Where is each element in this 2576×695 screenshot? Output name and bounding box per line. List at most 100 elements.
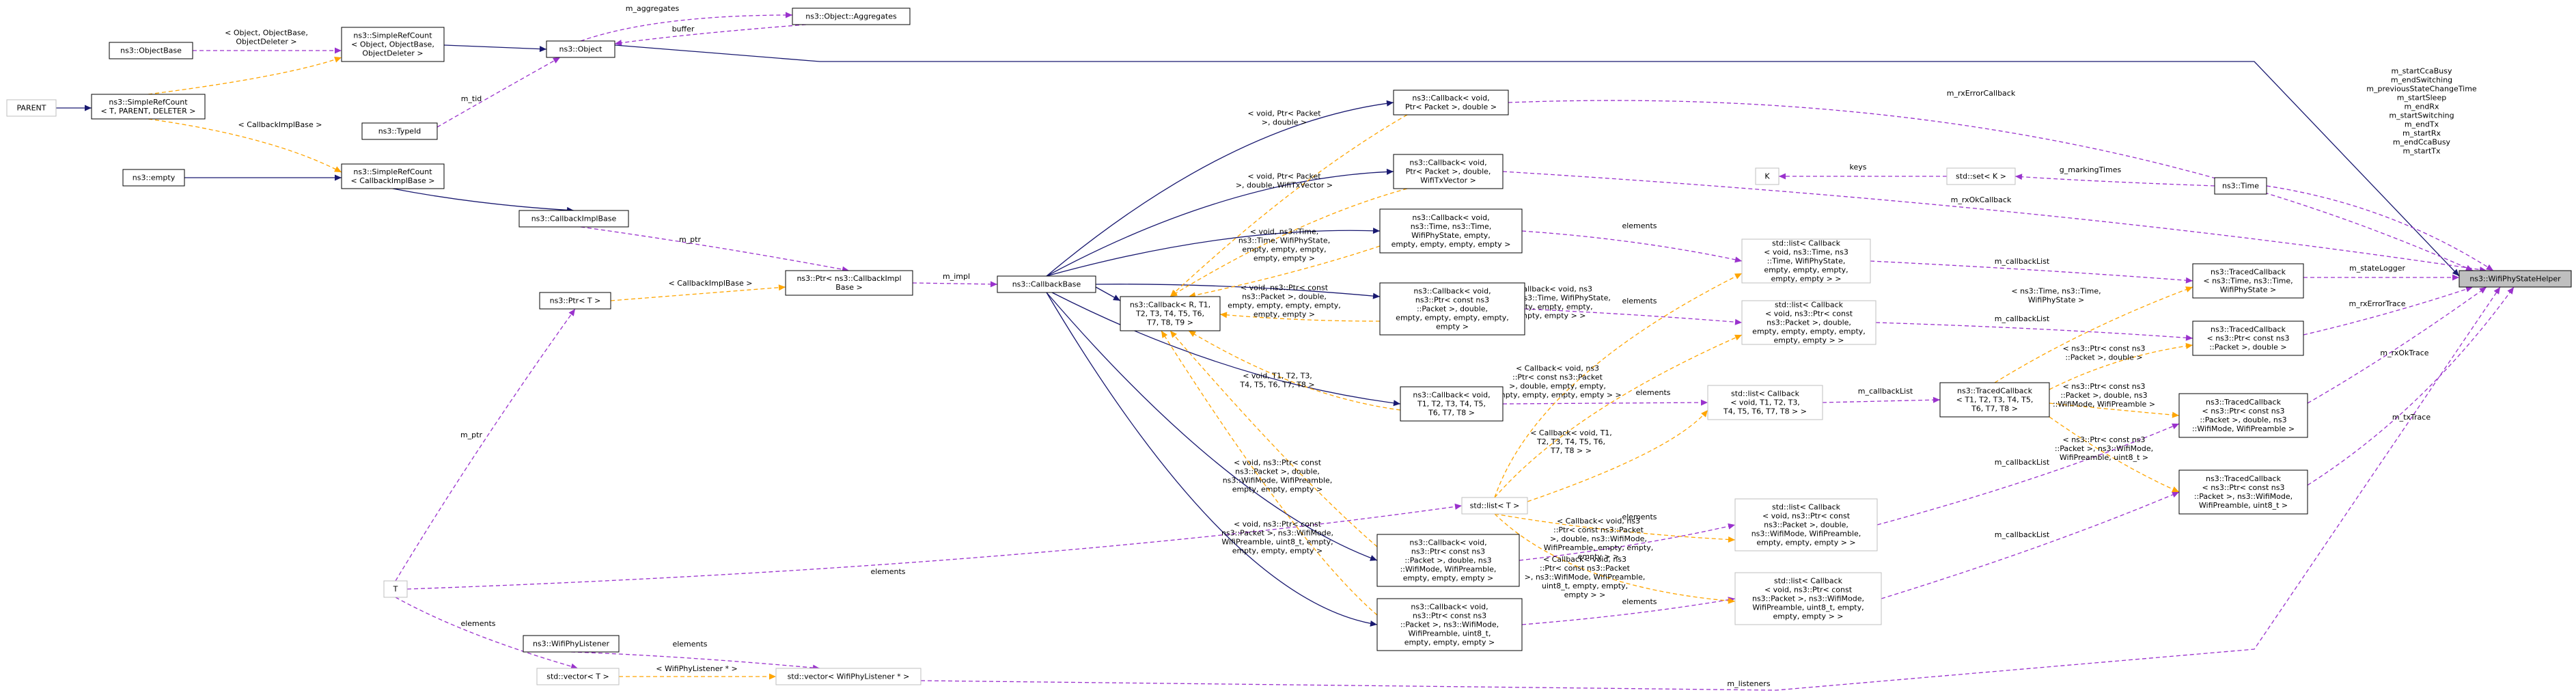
node-empty[interactable]: ns3::empty [122, 169, 185, 187]
edge-line [1822, 399, 1941, 403]
edge-label: < void, Ptr< Packet [1247, 172, 1321, 181]
node-label: ns3::WifiPhyListener [533, 640, 610, 649]
node-list-t1t8[interactable]: std::list< Callback< void, T1, T2, T3,T4… [1707, 385, 1823, 420]
node-cb-packet-mode[interactable]: ns3::Callback< void,ns3::Ptr< const ns3:… [1376, 534, 1520, 587]
node-list-state[interactable]: std::list< Callback< void, ns3::Time, ns… [1741, 239, 1871, 284]
edge-label: m_endCcaBusy [2393, 138, 2451, 147]
node-label: ns3::SimpleRefCount [353, 31, 432, 40]
node-label: Ptr< Packet >, double > [1405, 103, 1497, 111]
node-traced-packet-double[interactable]: ns3::TracedCallback< ns3::Ptr< const ns3… [2192, 321, 2304, 356]
edge-line [2266, 185, 2494, 271]
node-traced-state[interactable]: ns3::TracedCallback< ns3::Time, ns3::Tim… [2192, 263, 2304, 299]
edge-time-to-helper: m_startCcaBusym_endSwitchingm_previousSt… [2266, 67, 2494, 271]
node-simplerefcount-t[interactable]: ns3::SimpleRefCount< T, PARENT, DELETER … [91, 94, 206, 120]
node-label: std::list< Callback [1772, 239, 1841, 248]
edge-traced_t1t8-to-traced_packet_double: < ns3::Ptr< const ns3::Packet >, double … [2049, 342, 2193, 390]
edge-callback_r-to-cb_rxok: < void, Ptr< Packet>, double, WifiTxVect… [1169, 172, 1408, 297]
node-callbackimplbase[interactable]: ns3::CallbackImplBase [518, 210, 629, 228]
edge-line [2049, 416, 2180, 493]
edge-line [1188, 245, 1381, 297]
node-traced-packet-mode[interactable]: ns3::TracedCallback< ns3::Ptr< const ns3… [2178, 393, 2308, 438]
edge-arrowhead [335, 47, 342, 54]
node-time[interactable]: ns3::Time [2214, 177, 2267, 195]
node-box [775, 668, 922, 685]
node-cb-t1t8[interactable]: ns3::Callback< void,T1, T2, T3, T4, T5,T… [1400, 386, 1504, 422]
edge-t-to-vector_t: elements [395, 597, 579, 670]
node-box [1946, 167, 2016, 185]
node-label: ns3::TracedCallback [2211, 325, 2286, 334]
edge-arrowhead [2172, 486, 2179, 493]
node-typeid[interactable]: ns3::TypeId [361, 122, 438, 140]
node-list-packet-mode[interactable]: std::list< Callback< void, ns3::Ptr< con… [1734, 498, 1878, 551]
edge-line [1521, 598, 1736, 625]
node-object[interactable]: ns3::Object [546, 40, 615, 58]
node-vector-t[interactable]: std::vector< T > [536, 668, 620, 685]
edge-arrowhead [2172, 423, 2179, 430]
node-cb-rxok[interactable]: ns3::Callback< void,Ptr< Packet >, doubl… [1393, 154, 1504, 189]
edge-label: ::Packet >, double, ns3 [2060, 391, 2147, 400]
node-vector-listener[interactable]: std::vector< WifiPhyListener * > [775, 668, 922, 685]
node-cb-rxerror[interactable]: ns3::Callback< void,Ptr< Packet >, doubl… [1393, 90, 1509, 115]
node-k[interactable]: K [1755, 167, 1779, 185]
node-callbackbase[interactable]: ns3::CallbackBase [997, 275, 1096, 293]
edge-cb_packet_mode-to-list_packet_mode: elements [1519, 513, 1736, 561]
edge-label: ::Packet >, double > [2065, 353, 2142, 362]
node-label: ::Packet >, ns3::WifiMode, [2194, 492, 2293, 501]
edge-label: m_startTx [2402, 147, 2441, 156]
edge-line [1508, 100, 2474, 271]
edge-label: g_markingTimes [2060, 165, 2122, 174]
node-label: WifiTxVector > [1420, 176, 1476, 185]
edge-arrowhead [2507, 287, 2514, 295]
node-label: < ns3::Ptr< const ns3 [2202, 407, 2285, 415]
node-ptr-cbimpl[interactable]: ns3::Ptr< ns3::CallbackImplBase > [785, 270, 913, 296]
edge-callbackbase-to-callback_r [1095, 286, 1121, 301]
edge-label: m_callbackList [1995, 530, 2050, 539]
node-label: empty, empty > > [1774, 336, 1844, 345]
node-helper[interactable]: ns3::WifiPhyStateHelper [2459, 270, 2572, 288]
edge-label: ::Packet >, ns3::WifiMode, [2055, 444, 2153, 453]
node-callback-r[interactable]: ns3::Callback< R, T1,T2, T3, T4, T5, T6,… [1120, 296, 1221, 331]
node-simplerefcount-cb[interactable]: ns3::SimpleRefCount< CallbackImplBase > [341, 163, 445, 189]
node-cb-packet-uint[interactable]: ns3::Callback< void,ns3::Ptr< const ns3:… [1376, 598, 1523, 651]
node-aggregates[interactable]: ns3::Object::Aggregates [792, 8, 911, 25]
node-label: ns3::Callback< void, [1413, 287, 1491, 296]
node-label: < T1, T2, T3, T4, T5, [1956, 396, 2034, 405]
node-label: ns3::Packet >, ns3::WifiMode, [1752, 595, 1864, 603]
node-set-k[interactable]: std::set< K > [1946, 167, 2016, 185]
edge-label: m_callbackList [1858, 387, 1913, 396]
edge-label: empty, empty > [1254, 254, 1315, 263]
node-cb-state[interactable]: ns3::Callback< void,ns3::Time, ns3::Time… [1379, 208, 1523, 254]
edge-label: < Callback< void, ns3 [1516, 364, 1599, 373]
node-box [2192, 263, 2304, 299]
node-label: WifiPreamble, uint8_t, [1409, 629, 1491, 638]
edge-line [1169, 114, 1408, 297]
node-cb-packet-double[interactable]: ns3::Callback< void,ns3::Ptr< const ns3:… [1379, 282, 1525, 336]
node-simplerefcount-obj[interactable]: ns3::SimpleRefCount< Object, ObjectBase,… [341, 27, 445, 62]
node-objectbase[interactable]: ns3::ObjectBase [109, 42, 193, 59]
edge-arrowhead [2172, 491, 2179, 498]
node-label: ns3::Time [2222, 182, 2259, 191]
node-wifiphylistener[interactable]: ns3::WifiPhyListener [523, 635, 620, 653]
node-label: K [1764, 172, 1770, 181]
edge-arrowhead [334, 57, 342, 63]
node-list-t[interactable]: std::list< T > [1461, 497, 1528, 515]
node-parent[interactable]: PARENT [6, 99, 57, 117]
edge-arrowhead [568, 309, 575, 316]
node-ptr-t[interactable]: ns3::Ptr< T > [539, 292, 611, 310]
node-t[interactable]: T [383, 580, 408, 598]
node-label: ns3::TracedCallback [2211, 268, 2286, 277]
node-label: ::Packet >, double, ns3 [1404, 556, 1491, 565]
edge-label: < void, ns3::Ptr< const [1234, 520, 1322, 529]
edge-list_packet_uint-to-traced_packet_uint: m_callbackList [1881, 491, 2180, 599]
node-label: < void, ns3::Ptr< const [1765, 310, 1853, 318]
node-traced-t1t8[interactable]: ns3::TracedCallback< T1, T2, T3, T4, T5,… [1939, 382, 2050, 418]
edge-empty-to-simplerefcount_cb [184, 174, 342, 181]
node-label: WifiPreamble, uint8_t, empty, [1752, 603, 1864, 612]
edge-label: m_previousStateChangeTime [2366, 85, 2477, 94]
node-traced-packet-uint[interactable]: ns3::TracedCallback< ns3::Ptr< const ns3… [2178, 469, 2308, 515]
node-label: ns3::Callback< void, [1412, 94, 1489, 103]
node-list-packet-uint[interactable]: std::list< Callback< void, ns3::Ptr< con… [1734, 572, 1882, 625]
node-list-packet-double[interactable]: std::list< Callback< void, ns3::Ptr< con… [1741, 300, 1876, 345]
edge-cb_state-to-list_state: elements [1521, 221, 1743, 263]
